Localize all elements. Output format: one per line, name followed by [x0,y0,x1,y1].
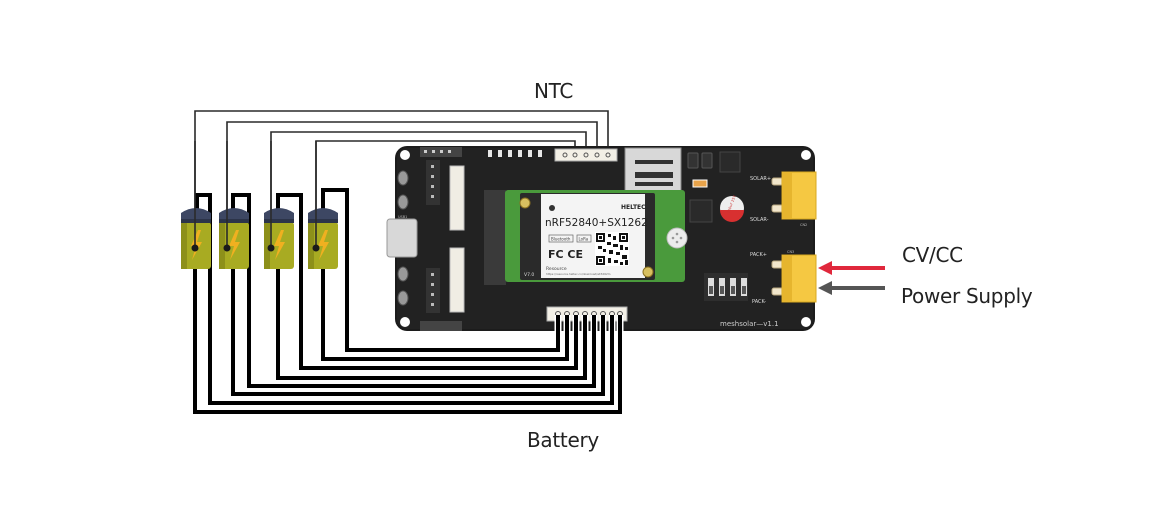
battery-cell [181,141,211,269]
lightning-bolt-icon [318,230,329,260]
battery-wire-6 [231,262,605,396]
battery-label: Battery [527,428,599,452]
battery-wire-1 [345,250,560,352]
pack-plus-label: PACK+ [750,252,767,258]
battery-cell [308,141,338,269]
cvcc-label: CV/CC [902,243,963,267]
battery-wires [191,188,624,416]
usb-label: USB1 [398,215,407,219]
pack-connector [771,254,817,303]
cert-marks: FC CE [548,248,583,261]
capacitor: 100uF 25V [720,194,744,222]
solar-connector [771,171,817,220]
module-version: V7.0 [524,272,534,278]
cn2-label: CN2 [800,223,807,227]
power-supply-arrow [818,281,885,295]
ntc-label: NTC [534,79,574,103]
bluetooth-badge: Bluetooth [551,237,571,242]
cn3-label: CN3 [787,250,794,254]
battery-wire-3 [299,250,578,370]
resource-url: https://resource.heltec.cn/download/wt32… [546,272,611,276]
battery-wire-5 [247,250,596,388]
pack-minus-label: PACK- [752,299,766,305]
battery-wire-7 [208,250,614,405]
heltec-module: HELTEC nRF52840+SX1262 Bluetooth LoRa FC… [505,190,685,282]
usb-c-port [386,218,418,258]
battery-cell [264,141,294,269]
battery-wire-8 [193,262,622,414]
ntc-probe [267,244,275,252]
solar-plus-label: SOLAR+ [750,176,771,182]
qr-code [595,232,629,266]
module-brand: HELTEC [621,204,646,211]
battery-pack [181,141,338,269]
capacitor-label: 100uF 25V [726,194,736,214]
solar-minus-label: SOLAR- [750,217,769,223]
power-supply-label: Power Supply [901,284,1033,308]
battery-wire-4 [276,262,587,380]
lightning-bolt-icon [274,230,285,260]
resource-label: Resource [546,266,567,272]
ntc-connector [554,148,618,162]
dip-switch [704,273,748,301]
battery-wire-2 [321,262,569,361]
battery-cell [219,141,249,269]
cvcc-arrow [818,261,885,275]
ntc-probe [312,244,320,252]
battery-cap [181,208,211,222]
lora-badge: LoRa [579,237,589,242]
ntc-probe [223,244,231,252]
ntc-probe [191,244,199,252]
module-title: nRF52840+SX1262 [545,217,648,229]
lightning-bolt-icon [229,230,240,260]
meshsolar-board: HELTEC nRF52840+SX1262 Bluetooth LoRa FC… [386,146,817,331]
board-name: meshsolar—v1.1 [720,320,779,328]
